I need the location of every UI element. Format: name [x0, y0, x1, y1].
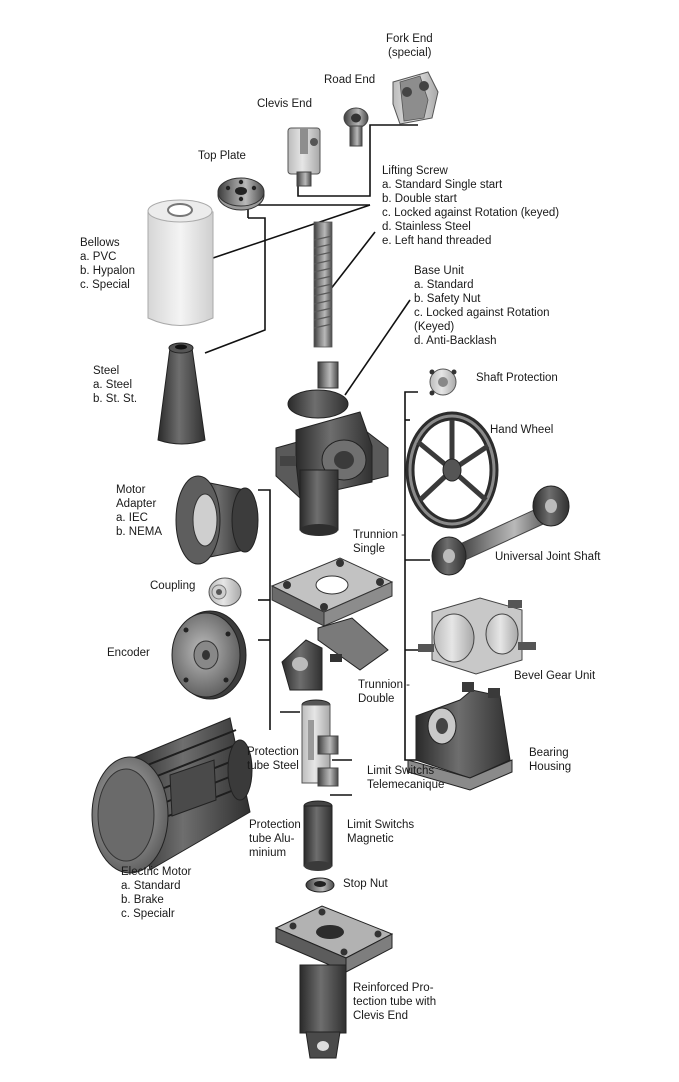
label-base-unit: Base Unit a. Standard b. Safety Nut c. L…	[414, 265, 550, 347]
motor-adapter-part	[175, 475, 259, 565]
fork-end-part	[392, 71, 439, 125]
label-protection-tube-steel: Protection tube Steel	[247, 746, 299, 772]
leader-lines	[204, 124, 430, 796]
bearing-housing-part	[407, 682, 513, 791]
electric-motor-part	[91, 717, 253, 874]
label-coupling: Coupling	[150, 580, 196, 592]
label-fork-end: Fork End (special)	[386, 33, 433, 59]
label-electric-motor: Electric Motor a. Standard b. Brake c. S…	[121, 866, 192, 920]
universal-joint-shaft-part	[431, 485, 570, 576]
label-encoder: Encoder	[107, 647, 150, 659]
label-protection-tube-aluminium: Protection tube Alu- minium	[249, 819, 301, 859]
encoder-part	[171, 610, 247, 700]
hand-wheel-part	[405, 411, 499, 529]
base-unit-part	[275, 361, 389, 536]
label-lifting-screw: Lifting Screw a. Standard Single start b…	[382, 165, 560, 247]
label-shaft-protection: Shaft Protection	[476, 372, 558, 384]
label-trunnion-single: Trunnion - Single	[353, 529, 405, 555]
road-end-part	[343, 107, 369, 147]
coupling-part	[208, 577, 242, 607]
clevis-end-part	[287, 127, 321, 187]
label-bearing-housing: Bearing Housing	[529, 747, 572, 773]
label-stop-nut: Stop Nut	[343, 878, 388, 890]
label-trunnion-double: Trunnion - Double	[358, 679, 410, 705]
label-limit-switchs-telemecanique: Limit Switchs Telemecanique	[367, 765, 445, 791]
label-clevis-end: Clevis End	[257, 98, 312, 110]
label-steel: Steel a. Steel b. St. St.	[93, 365, 138, 405]
steel-cone-part	[157, 342, 206, 445]
label-bellows: Bellows a. PVC b. Hypalon c. Special	[80, 237, 135, 291]
protection-tube-aluminium-part	[303, 800, 333, 871]
label-universal-joint-shaft: Universal Joint Shaft	[495, 551, 601, 563]
lifting-screw-part	[313, 221, 333, 348]
stop-nut-part	[305, 877, 335, 893]
limit-switchs-telemecanique-part	[317, 735, 339, 787]
bellows-part	[147, 199, 214, 326]
label-bevel-gear-unit: Bevel Gear Unit	[514, 670, 596, 682]
label-limit-switchs-magnetic: Limit Switchs Magnetic	[347, 819, 415, 845]
shaft-protection-part	[429, 368, 457, 396]
label-hand-wheel: Hand Wheel	[490, 424, 554, 436]
bevel-gear-unit-part	[418, 597, 536, 675]
trunnion-double-part	[281, 617, 389, 691]
label-road-end: Road End	[324, 74, 376, 86]
trunnion-single-part	[270, 557, 394, 627]
label-reinforced-tube: Reinforced Pro- tection tube with Clevis…	[353, 982, 437, 1022]
top-plate-part	[217, 177, 265, 211]
reinforced-tube-part	[274, 905, 394, 1059]
label-top-plate: Top Plate	[198, 150, 246, 162]
label-motor-adapter: Motor Adapter a. IEC b. NEMA	[116, 484, 163, 538]
